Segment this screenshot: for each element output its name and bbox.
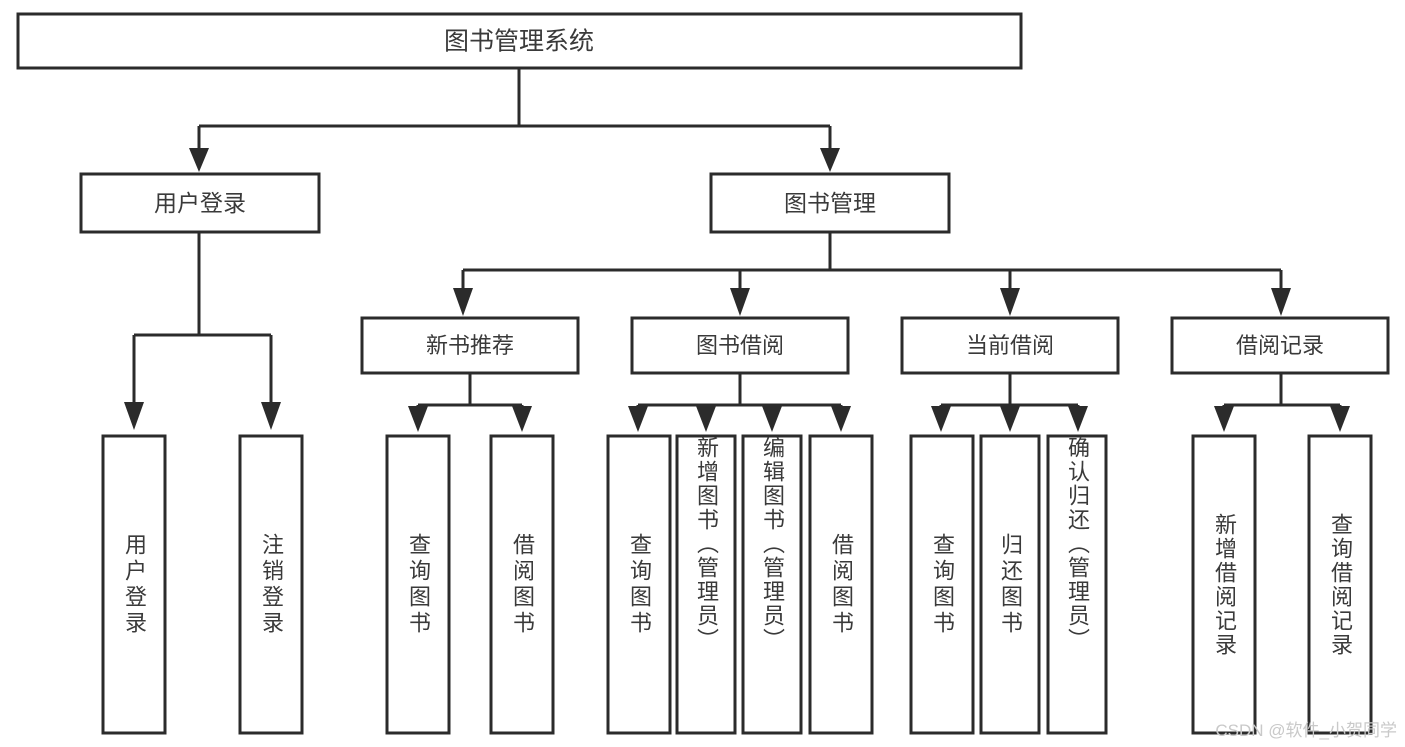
connector-group [124, 68, 1350, 432]
arrow-head-icon [1271, 288, 1291, 316]
leaf-box-return-book[interactable] [979, 434, 1041, 735]
leaf-node-group [101, 434, 1373, 735]
leaf-box-query-book-borrow[interactable] [606, 434, 672, 735]
arrow-head-icon [730, 288, 750, 316]
node-current-borrow-box[interactable] [900, 316, 1120, 375]
leaf-box-edit-book-admin[interactable] [741, 434, 803, 735]
leaf-box-query-borrow-record[interactable] [1307, 434, 1373, 735]
arrow-head-icon [408, 406, 428, 432]
leaf-box-add-book-admin[interactable] [675, 434, 737, 735]
arrow-head-icon [831, 406, 851, 432]
node-new-book-recommend[interactable]: 新书推荐 [360, 316, 580, 375]
node-book-management-box[interactable] [709, 172, 951, 234]
arrow-head-icon [1214, 406, 1234, 432]
node-borrow-record[interactable]: 借阅记录 [1170, 316, 1390, 375]
arrow-head-icon [512, 406, 532, 432]
arrow-head-icon [628, 406, 648, 432]
leaf-box-query-book-current[interactable] [909, 434, 975, 735]
arrow-head-icon [1000, 406, 1020, 432]
arrow-head-icon [261, 402, 281, 430]
leaf-box-logout[interactable] [238, 434, 304, 735]
leaf-box-borrow-book[interactable] [808, 434, 874, 735]
leaf-box-borrow-book-recommend[interactable] [489, 434, 555, 735]
node-book-management[interactable]: 图书管理 [709, 172, 951, 234]
arrow-head-icon [124, 402, 144, 430]
node-root[interactable]: 图书管理系统 [16, 12, 1023, 70]
leaf-box-add-borrow-record[interactable] [1191, 434, 1257, 735]
arrow-head-icon [820, 148, 840, 172]
leaf-box-query-book-recommend[interactable] [385, 434, 451, 735]
node-root-box[interactable] [16, 12, 1023, 70]
node-current-borrow[interactable]: 当前借阅 [900, 316, 1120, 375]
leaf-box-confirm-return-admin[interactable] [1046, 434, 1108, 735]
arrow-head-icon [1068, 406, 1088, 432]
node-borrow-record-label: 借阅记录 [1236, 333, 1324, 358]
arrow-head-icon [1330, 406, 1350, 432]
leaf-box-user-login[interactable] [101, 434, 167, 735]
node-current-borrow-label: 当前借阅 [966, 333, 1054, 358]
node-new-book-recommend-box[interactable] [360, 316, 580, 375]
arrow-head-icon [931, 406, 951, 432]
node-book-borrow-label: 图书借阅 [696, 333, 784, 358]
node-borrow-record-box[interactable] [1170, 316, 1390, 375]
arrow-head-icon [696, 406, 716, 432]
node-user-login-box[interactable] [79, 172, 321, 234]
node-user-login-label: 用户登录 [154, 190, 246, 216]
node-book-management-label: 图书管理 [784, 190, 876, 216]
node-book-borrow-box[interactable] [630, 316, 850, 375]
arrow-head-icon [762, 406, 782, 432]
arrow-head-icon [1000, 288, 1020, 316]
arrow-head-icon [189, 148, 209, 172]
node-user-login[interactable]: 用户登录 [79, 172, 321, 234]
arrow-head-icon [453, 288, 473, 316]
node-root-label: 图书管理系统 [444, 28, 594, 56]
node-book-borrow[interactable]: 图书借阅 [630, 316, 850, 375]
node-new-book-recommend-label: 新书推荐 [426, 333, 514, 358]
